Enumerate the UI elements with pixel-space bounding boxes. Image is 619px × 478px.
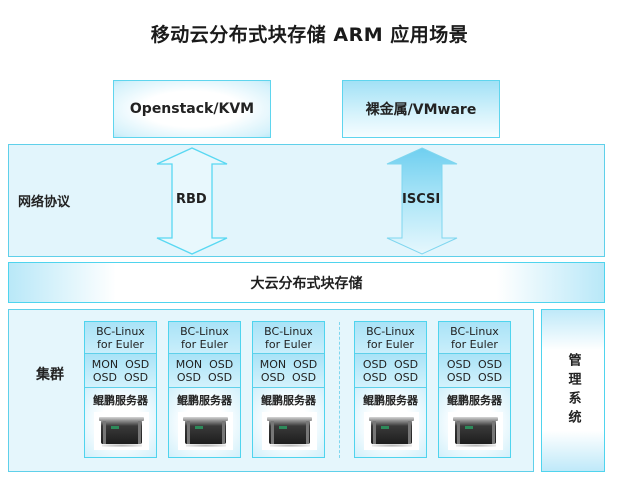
node-os: BC-Linux for Euler [169, 322, 240, 354]
os-variant: for Euler [181, 337, 228, 351]
rbd-label: RBD [176, 192, 207, 207]
node-services: OSD OSD OSD OSD [439, 354, 510, 388]
client-label: Openstack/KVM [129, 101, 255, 117]
node-os: BC-Linux for Euler [85, 322, 156, 354]
cluster-node: BC-Linux for Euler OSD OSD OSD OSD 鲲鹏服务器 [354, 321, 427, 458]
services-line: MON OSD [259, 357, 318, 371]
iscsi-double-arrow-icon [385, 147, 459, 255]
server-icon [364, 412, 419, 450]
services-line: OSD OSD [362, 370, 419, 384]
server-icon [178, 412, 233, 450]
cluster-label: 集群 [36, 367, 64, 383]
node-hardware: 鲲鹏服务器 [355, 388, 426, 457]
services-line: OSD OSD [362, 357, 419, 371]
services-line: OSD OSD [92, 370, 149, 384]
os-name: BC-Linux [366, 324, 415, 338]
hardware-label: 鲲鹏服务器 [177, 394, 232, 407]
node-hardware: 鲲鹏服务器 [439, 388, 510, 457]
os-variant: for Euler [97, 337, 144, 351]
cluster-node: BC-Linux for Euler MON OSD OSD OSD 鲲鹏服务器 [168, 321, 241, 458]
client-baremetal-vmware: 裸金属/VMware [342, 80, 500, 138]
hardware-label: 鲲鹏服务器 [261, 394, 316, 407]
services-line: OSD OSD [260, 370, 317, 384]
node-os: BC-Linux for Euler [253, 322, 324, 354]
services-line: MON OSD [91, 357, 150, 371]
management-label: 管理系统 [565, 352, 581, 429]
node-hardware: 鲲鹏服务器 [169, 388, 240, 457]
node-os: BC-Linux for Euler [355, 322, 426, 354]
iscsi-label: ISCSI [402, 192, 441, 207]
diagram-title: 移动云分布式块存储 ARM 应用场景 [150, 24, 469, 46]
network-protocol-label: 网络协议 [18, 195, 71, 210]
hardware-label: 鲲鹏服务器 [93, 394, 148, 407]
node-services: MON OSD OSD OSD [169, 354, 240, 388]
os-variant: for Euler [367, 337, 414, 351]
cluster-node: BC-Linux for Euler OSD OSD OSD OSD 鲲鹏服务器 [438, 321, 511, 458]
distributed-block-storage-layer: 大云分布式块存储 [8, 262, 605, 303]
node-services: MON OSD OSD OSD [85, 354, 156, 388]
client-label: 裸金属/VMware [365, 102, 477, 118]
node-services: MON OSD OSD OSD [253, 354, 324, 388]
node-hardware: 鲲鹏服务器 [85, 388, 156, 457]
services-line: MON OSD [175, 357, 234, 371]
server-icon [448, 412, 503, 450]
os-name: BC-Linux [96, 324, 145, 338]
server-icon [94, 412, 149, 450]
services-line: OSD OSD [446, 357, 503, 371]
server-icon [262, 412, 317, 450]
node-os: BC-Linux for Euler [439, 322, 510, 354]
node-hardware: 鲲鹏服务器 [253, 388, 324, 457]
network-protocol-layer [8, 144, 605, 257]
cluster-node: BC-Linux for Euler MON OSD OSD OSD 鲲鹏服务器 [84, 321, 157, 458]
hardware-label: 鲲鹏服务器 [447, 394, 502, 407]
cluster-divider [339, 322, 340, 458]
management-system: 管理系统 [541, 309, 605, 472]
os-name: BC-Linux [264, 324, 313, 338]
services-line: OSD OSD [446, 370, 503, 384]
services-line: OSD OSD [176, 370, 233, 384]
os-name: BC-Linux [180, 324, 229, 338]
storage-label: 大云分布式块存储 [250, 275, 363, 292]
cluster-node: BC-Linux for Euler MON OSD OSD OSD 鲲鹏服务器 [252, 321, 325, 458]
hardware-label: 鲲鹏服务器 [363, 394, 418, 407]
node-services: OSD OSD OSD OSD [355, 354, 426, 388]
os-variant: for Euler [265, 337, 312, 351]
os-variant: for Euler [451, 337, 498, 351]
rbd-double-arrow-icon [155, 147, 229, 255]
os-name: BC-Linux [450, 324, 499, 338]
client-openstack-kvm: Openstack/KVM [113, 80, 271, 138]
